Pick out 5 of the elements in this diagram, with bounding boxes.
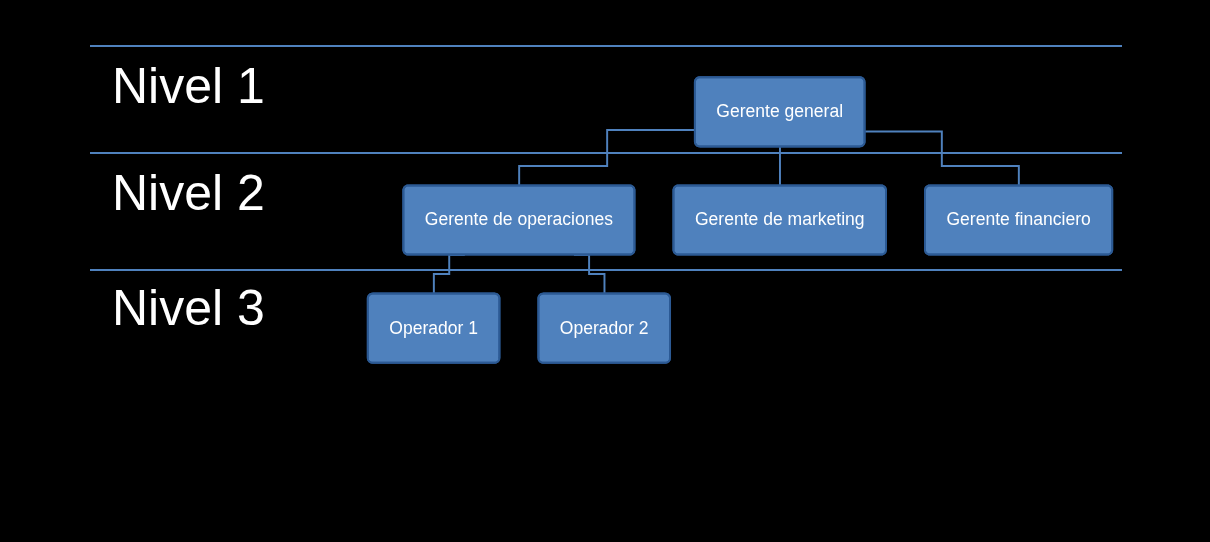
level-label: Nivel 2 (112, 165, 265, 221)
connector (779, 145, 782, 187)
level-label: Nivel 1 (112, 58, 265, 114)
level-label: Nivel 3 (112, 280, 265, 336)
connector (864, 130, 1021, 187)
